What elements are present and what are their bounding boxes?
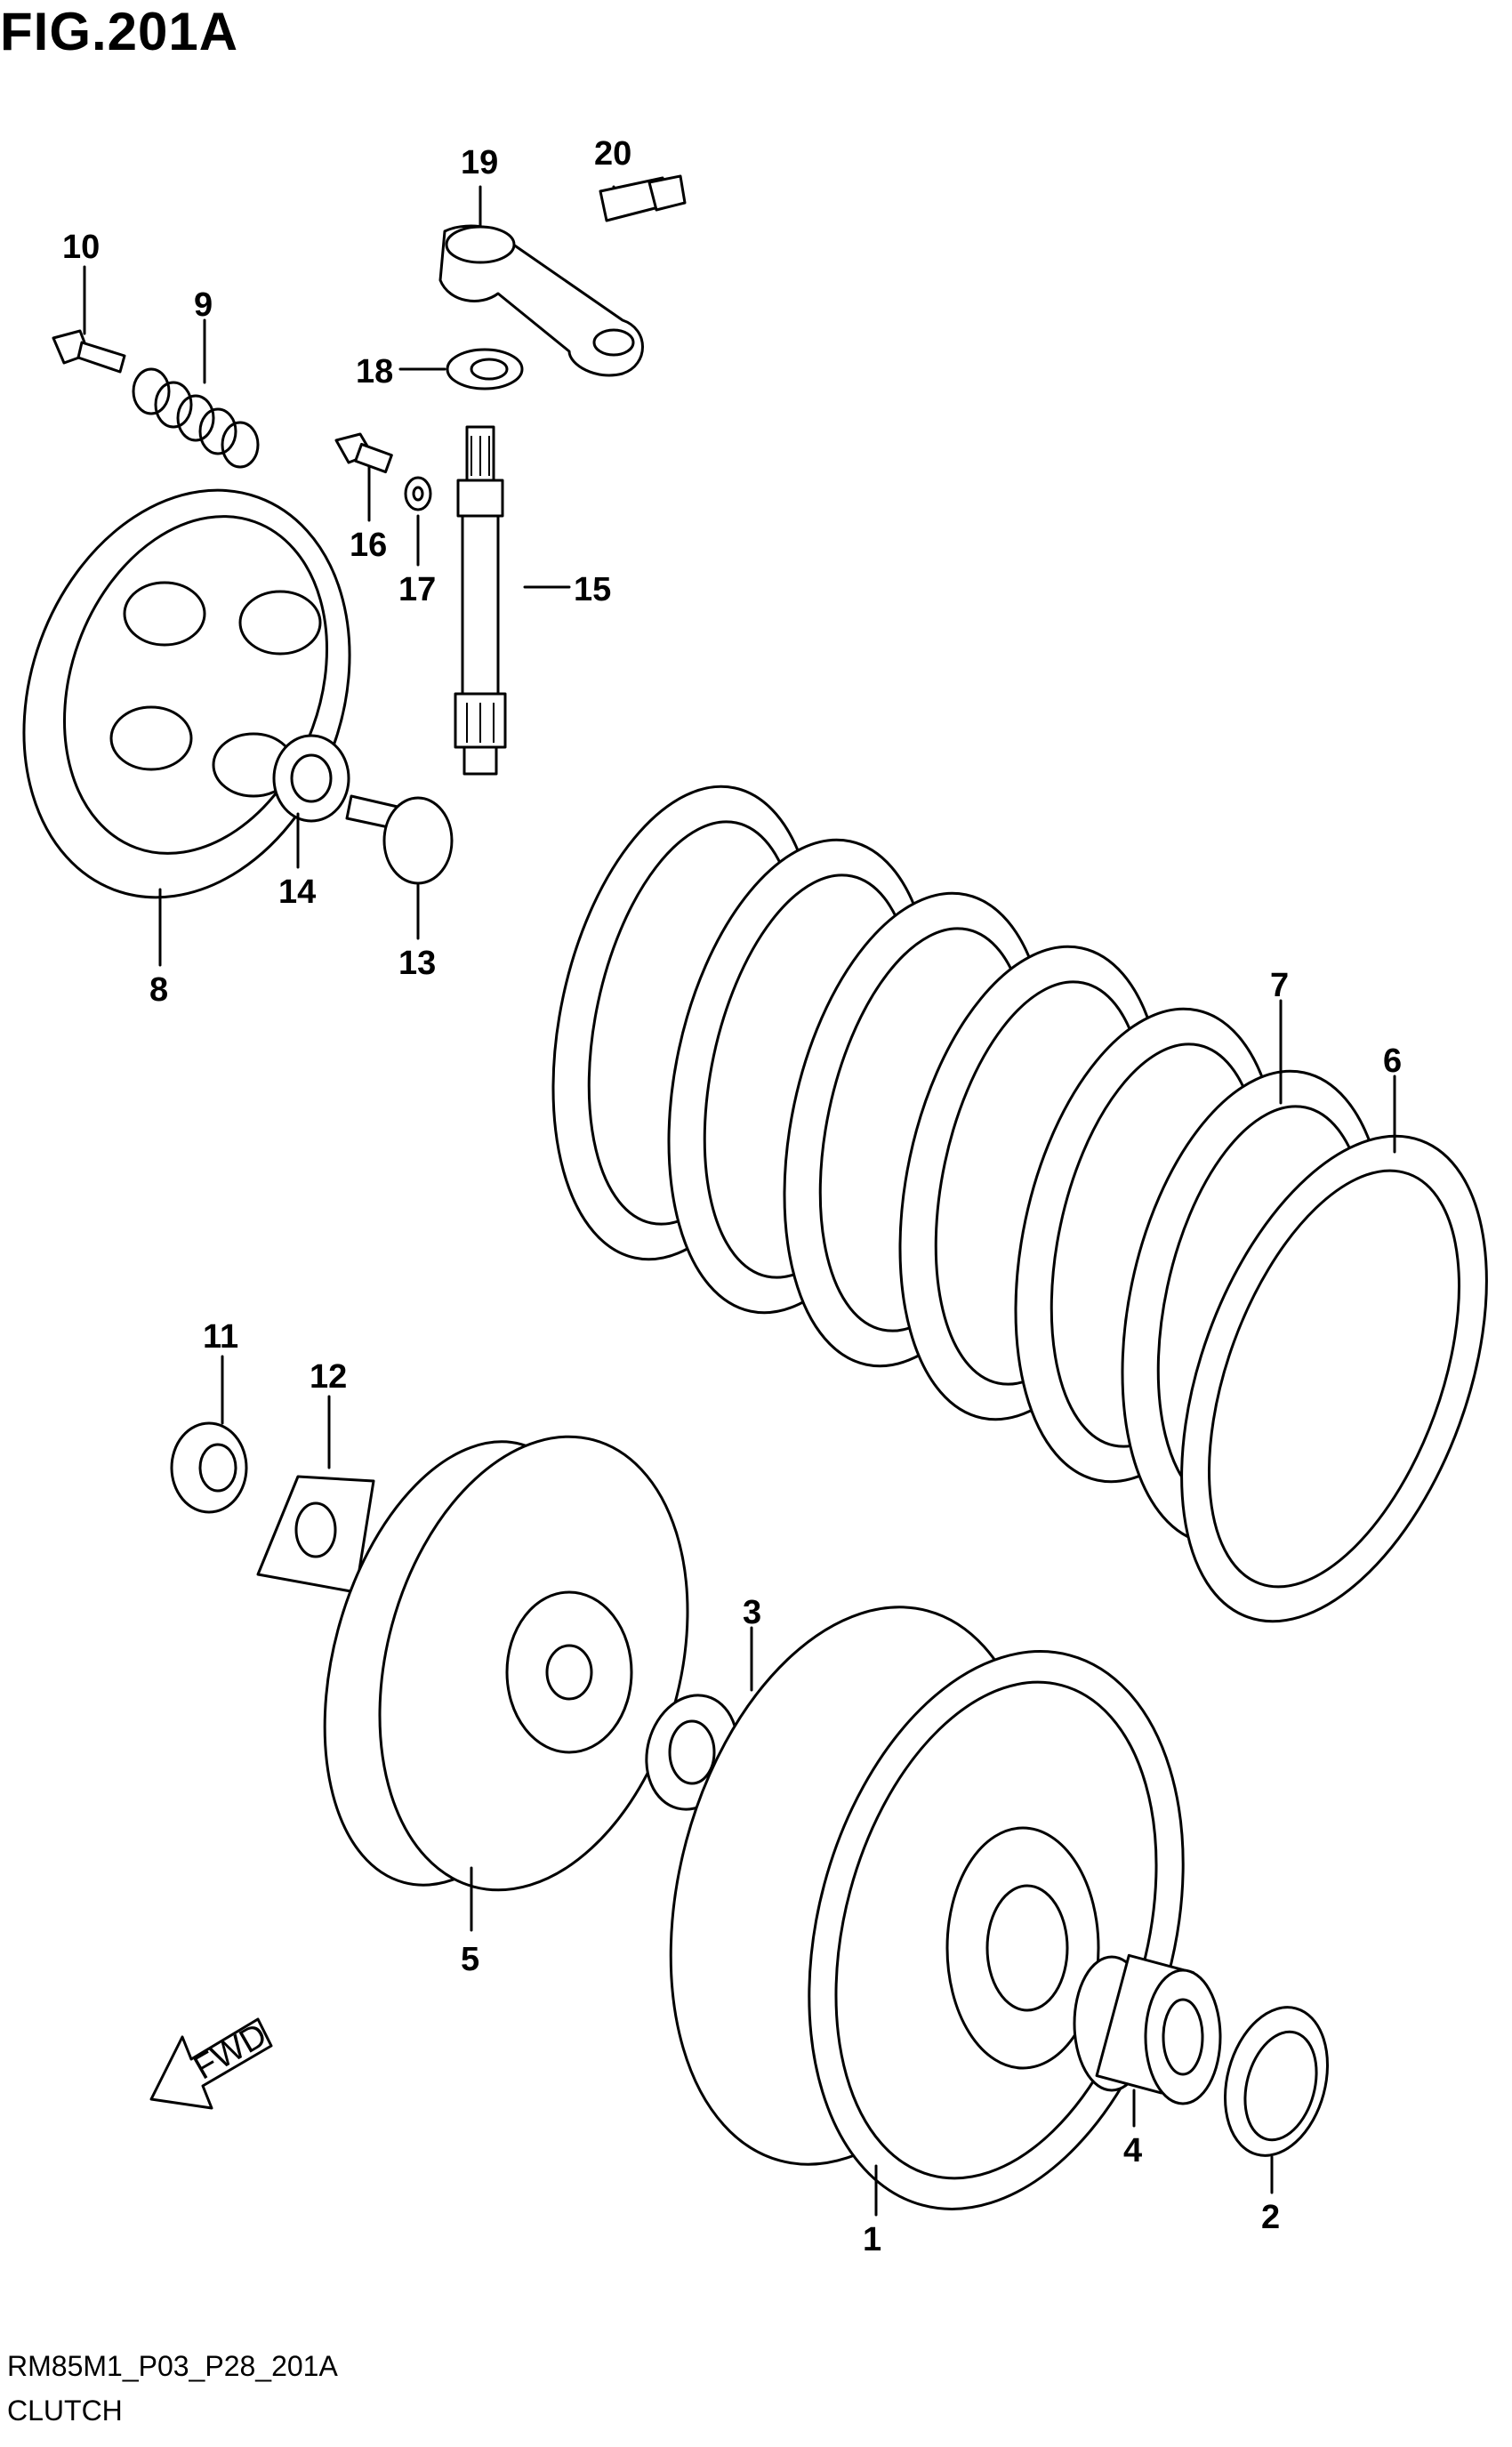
part-label-2[interactable]: 2 [1261, 2199, 1280, 2236]
part-label-11[interactable]: 11 [203, 1318, 238, 1356]
clutch-plates-drawing [551, 785, 1488, 1623]
part-label-20[interactable]: 20 [594, 135, 631, 173]
part-label-1[interactable]: 1 [863, 2221, 881, 2258]
needle-bearing-4-drawing [1073, 1953, 1222, 2105]
figure-title: FIG.201A [0, 2, 239, 61]
part-label-9[interactable]: 9 [194, 286, 213, 324]
push-piece-drawing [345, 794, 454, 885]
leader-lines [83, 185, 1396, 2217]
nut-11-drawing [170, 1421, 248, 1514]
part-label-8[interactable]: 8 [149, 971, 168, 1009]
part-label-18[interactable]: 18 [356, 353, 393, 390]
part-label-17[interactable]: 17 [398, 571, 436, 608]
part-label-19[interactable]: 19 [461, 144, 498, 181]
spring-9-drawing [132, 367, 260, 469]
bolt-10-drawing [52, 329, 126, 374]
thrust-washer-2-drawing [1223, 2006, 1330, 2157]
part-label-15[interactable]: 15 [574, 571, 611, 608]
part-label-4[interactable]: 4 [1123, 2132, 1142, 2169]
release-arm-drawing [438, 224, 644, 377]
clutch-housing-drawing [669, 1606, 1185, 2210]
part-label-3[interactable]: 3 [743, 1594, 761, 1631]
oil-seal-drawing [446, 348, 524, 390]
part-label-6[interactable]: 6 [1383, 1042, 1402, 1080]
washer-17-drawing [404, 476, 432, 511]
figure-code: RM85M1_P03_P28_201A [7, 2350, 338, 2382]
part-number-labels: 1 2 3 4 5 6 7 8 9 10 11 12 13 14 15 16 1… [62, 135, 1402, 2258]
figure-name: CLUTCH [7, 2395, 123, 2427]
clutch-sleeve-hub-drawing [323, 1435, 689, 1892]
part-label-13[interactable]: 13 [398, 945, 436, 982]
release-shaft-drawing [454, 425, 507, 776]
fwd-label: FWD [188, 2016, 273, 2088]
pressure-plate-drawing [22, 488, 351, 899]
part-label-12[interactable]: 12 [310, 1358, 347, 1396]
washer-12-drawing [256, 1475, 375, 1594]
part-label-16[interactable]: 16 [350, 527, 387, 564]
part-label-10[interactable]: 10 [62, 229, 100, 266]
fwd-arrow-icon: FWD [149, 2016, 273, 2110]
part-label-5[interactable]: 5 [461, 1941, 479, 1978]
bolt-16-drawing [334, 432, 393, 474]
part-label-7[interactable]: 7 [1270, 967, 1289, 1004]
part-label-14[interactable]: 14 [278, 873, 316, 911]
bolt-20-drawing [599, 174, 687, 222]
